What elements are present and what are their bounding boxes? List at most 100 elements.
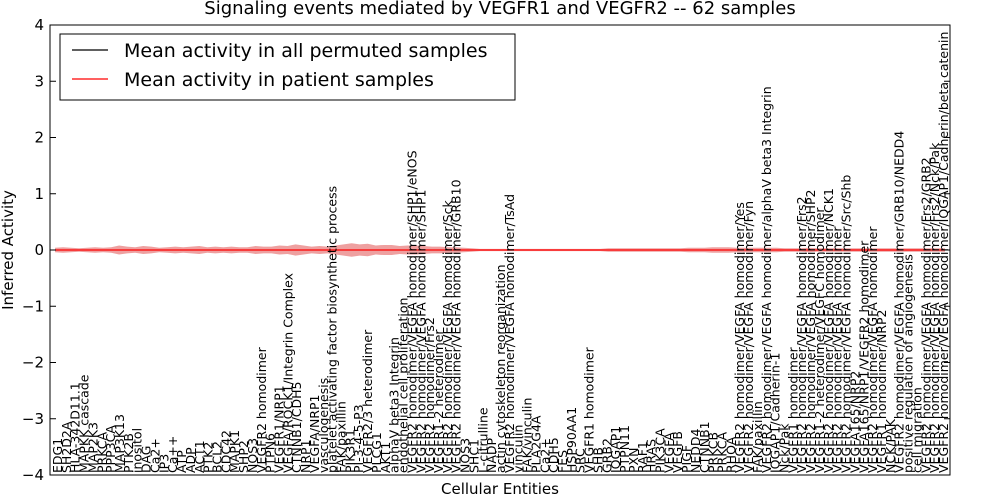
entity-label: VEGFA165/NRP1/VEGFR2 homodimer [856, 240, 871, 473]
entity-label: positive regulation of angiogenesis [901, 254, 916, 473]
y-tick-label: −2 [22, 354, 44, 372]
entity-label: VEGFA/NRP1 [307, 395, 322, 473]
entity-label: VEGFR2 homodimer/VEGFA homodimer/Fyn [741, 201, 756, 473]
entity-label: PIK3R1 [342, 429, 357, 473]
entity-label: DAG [139, 446, 154, 473]
y-tick-label: −4 [22, 466, 44, 484]
y-axis-label: Inferred Activity [0, 190, 17, 310]
entity-label: PIGF [679, 445, 694, 473]
entity-label: VEGFA165/NRP2 [847, 371, 862, 473]
entity-label: EDG1 [50, 438, 65, 473]
entity-label: ACT1 [192, 440, 207, 473]
entity-label: FAK/vinculin [520, 398, 535, 473]
entity-label: IQGAP1 [608, 426, 623, 473]
entity-label: PLA2G4A [528, 415, 543, 473]
entity-label: VEGFR1 homodimer [785, 346, 800, 473]
entity-label: BCL2 [210, 441, 225, 473]
entity-label: cell migration [909, 387, 924, 473]
entity-label: VEGFR2/3 heterodimer [360, 329, 375, 473]
entity-label: PTPN6 [263, 433, 278, 473]
y-tick-label: −3 [22, 410, 44, 428]
entity-label: CDH5 [546, 437, 561, 473]
entity-label: MAP3K13 [112, 414, 127, 473]
entity-label: PPP3CA [103, 425, 118, 473]
entity-label: PIK3CA [653, 428, 668, 473]
entity-label: NCK/PAK [883, 418, 898, 473]
entity-label: AKT1 [378, 442, 393, 473]
entity-label: GRB2 [599, 438, 614, 473]
entity-label: PTPN11 [617, 425, 632, 473]
entity-label: VEGFR2 homodimer/VEGFA homodimer/Yes [732, 202, 747, 473]
entity-label: Ca++ [165, 436, 180, 473]
entity-label: VEGFR2 homodimer/VEGFA homodimer/IQGAP1/… [936, 32, 951, 473]
entity-label: VEGFR2 homodimer/VEGFA homodimer/TsAd [502, 194, 517, 473]
entity-label: HRAS [644, 439, 659, 473]
entity-label: CTNNB1 [697, 421, 712, 473]
entity-label: L-citrulline [475, 407, 490, 473]
entity-label: NEDD4 [688, 429, 703, 473]
entity-label: VEGFR2 homodimer/VEGFA homodimer/alphaV … [759, 86, 774, 473]
entity-label: Ca2+ [537, 438, 552, 473]
entity-label: VEGFA/ROCK1/Integrin Complex [280, 273, 295, 473]
entity-label: PRKCA [715, 432, 730, 473]
plot-area [55, 243, 945, 257]
entity-label: VEGFR2 homodimer/Frs2 [422, 317, 437, 473]
entity-label: PI-3-4-5-P3 [351, 404, 366, 473]
entity-label: CTNNB1/CDH5 [289, 381, 304, 473]
entity-label: VEGFR1/NRP1 [272, 385, 287, 473]
entity-label: FAK/paxillin [334, 401, 349, 473]
entity-label: VEGFR2 homodimer/VEGFA homodimer/SHP2 [803, 189, 818, 473]
entity-label: RHOA [723, 436, 738, 473]
entity-label: MAPKK cascade [77, 374, 92, 473]
legend: Mean activity in all permuted samples Me… [59, 33, 516, 101]
chart-title: Signaling events mediated by VEGFR1 and … [204, 0, 795, 19]
entity-label: VEGFR2 homodimer/VEGFA homodimer/Src/Shb [839, 175, 854, 473]
entity-label: VEGFR2 homodimer/VEGFA homodimer/Frs2 [794, 196, 809, 473]
entity-label: VEGFR2 homodimer/VEGFA homodimer [830, 226, 845, 473]
entity-label: VEGFR2 homodimer/VEGFA homodimer [865, 226, 880, 473]
entity-label: SHP2 [236, 440, 251, 473]
entity-label: VEGFR1 homodimer/NRP2 [874, 310, 889, 473]
entity-label: VEGFR2 homodimer/VEGFA homodimer/SHP1/eN… [404, 150, 419, 473]
entity-label: PTK2B [121, 433, 136, 473]
entity-label: endothelial cell proliferation [396, 298, 411, 473]
entity-label: HSP90AA1 [564, 407, 579, 473]
entity-label: IQGAP1/Cadherin-1 [768, 353, 783, 473]
y-tick-label: 3 [34, 72, 44, 90]
entity-label: VEGFR1-2 heterodimer/VEGFC homodimer [812, 207, 827, 473]
entity-label: PRKCB [706, 432, 721, 473]
entity-label: MAP2K3 [85, 422, 100, 473]
entity-label: actin cytoskeleton reorganization [493, 264, 508, 473]
y-tick-label: −1 [22, 297, 44, 315]
entity-label: SH2D2A [59, 421, 74, 473]
entity-label: NOS3 [245, 438, 260, 473]
entity-label: PLCG1 [369, 432, 384, 473]
entity-label: VEGFB [670, 431, 685, 473]
entity-label: VEGFR1 homodimer [582, 346, 597, 473]
entity-label: VEGFR2 homodimer/VEGFA homodimer/Frs2/Nc… [927, 142, 942, 473]
y-tick-label: 0 [34, 241, 44, 259]
entity-label: SHC1 [466, 439, 481, 473]
entity-label: SRC [573, 448, 588, 473]
entity-label: IP3 [156, 454, 171, 473]
y-tick-label: 1 [34, 185, 44, 203]
entity-label: MAPK1 [227, 430, 242, 473]
legend-box [59, 33, 516, 101]
plot-frame [49, 24, 951, 476]
entity-label: PXN [626, 448, 641, 473]
entity-label: ADP [183, 447, 198, 473]
entity-label: SHB [591, 447, 606, 473]
entity-label: vinculin [511, 425, 526, 473]
entity-label: HLA-342D11.1 [68, 382, 83, 473]
entity-label: PTK2 [201, 442, 216, 473]
entity-label: Ca2+ [148, 438, 163, 473]
entity-label: NOS3 [458, 438, 473, 473]
x-axis-label: Cellular Entities [441, 480, 559, 498]
entity-label: NRP1 [298, 439, 313, 473]
entity-label: vasculogenesis [316, 378, 331, 473]
entity-label: ATP [174, 450, 189, 473]
entity-label: inositol [130, 428, 145, 473]
